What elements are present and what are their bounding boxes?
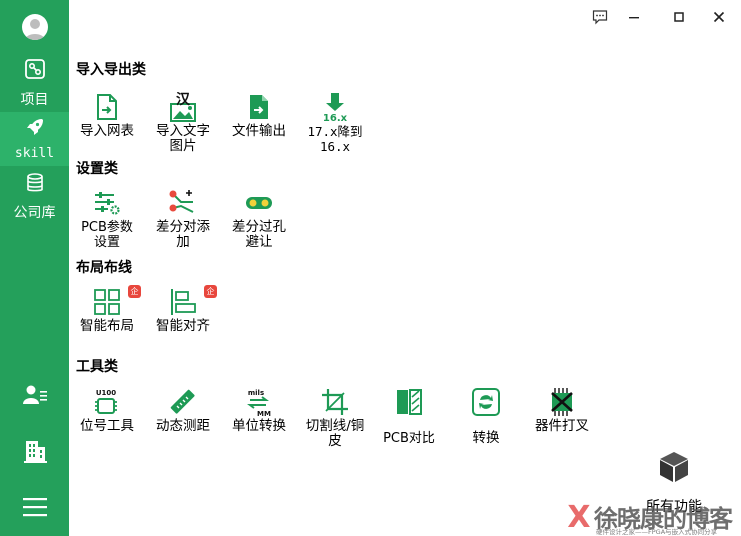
tool-smart-layout[interactable]: 企 智能布局 <box>76 285 141 334</box>
sidebar-item-project[interactable]: 项目 <box>0 57 69 111</box>
database-icon <box>26 173 43 192</box>
tool-import-text-image[interactable]: 汉 导入文字图片 <box>152 92 214 154</box>
section-title-import-export: 导入导出类 <box>76 62 146 78</box>
menu-icon <box>22 498 47 517</box>
tool-unit-convert[interactable]: mils MM 单位转换 <box>228 387 290 434</box>
cube-icon <box>660 452 688 482</box>
user-list-icon <box>22 385 47 404</box>
glyph-text: 汉 <box>176 92 191 108</box>
file-export-icon <box>250 95 268 119</box>
refdes-tool-icon: U100 <box>95 389 117 414</box>
tool-diff-via-avoid[interactable]: 差分过孔避让 <box>228 188 290 250</box>
close-icon <box>713 11 725 23</box>
tool-pcb-compare[interactable]: PCB对比 <box>378 387 440 446</box>
tool-label: 切割线/铜皮 <box>305 418 365 449</box>
enterprise-badge: 企 <box>128 285 141 298</box>
pcb-compare-icon <box>397 389 422 415</box>
tool-label: 差分对添加 <box>156 219 210 250</box>
downgrade-icon: 16.x <box>323 93 348 122</box>
tool-dynamic-measure[interactable]: 动态测距 <box>152 387 214 434</box>
sidebar-item-skill[interactable]: skill <box>0 112 69 166</box>
feedback-button[interactable] <box>586 5 614 29</box>
tool-label: 17.x降到16.x <box>307 124 363 154</box>
tool-file-export[interactable]: 文件输出 <box>228 92 290 139</box>
tool-component-cross[interactable]: 器件打叉 <box>531 387 593 434</box>
avatar[interactable] <box>22 14 48 40</box>
chat-icon <box>592 10 608 25</box>
project-icon <box>24 59 45 79</box>
tool-label: 位号工具 <box>80 418 134 434</box>
sidebar: 项目 skill 公司库 <box>0 0 69 536</box>
pcb-settings-icon <box>95 192 120 215</box>
ruler-icon <box>170 389 195 414</box>
tool-diff-pair-add[interactable]: 差分对添加 <box>152 188 214 250</box>
tool-downgrade-version[interactable]: 16.x 17.x降到16.x <box>304 92 366 154</box>
glyph-text: U100 <box>96 389 116 397</box>
sidebar-company-button[interactable] <box>0 438 69 468</box>
section-title-settings: 设置类 <box>76 161 118 177</box>
watermark-logo: X <box>564 500 594 532</box>
sidebar-item-label: 项目 <box>20 92 49 108</box>
tool-label: PCB对比 <box>383 431 435 446</box>
minimize-icon <box>629 17 639 19</box>
enterprise-badge: 企 <box>204 285 217 298</box>
tool-label: 器件打叉 <box>535 418 589 434</box>
tool-label: 导入网表 <box>80 123 134 139</box>
tool-label: 动态测距 <box>156 418 210 434</box>
smart-align-icon <box>171 289 196 315</box>
watermark: X 徐晓康的博客 硬件设计之家——FPGA与嵌入式协同分享 <box>564 498 741 536</box>
glyph-text: mils <box>248 389 264 397</box>
tool-label: 单位转换 <box>232 418 286 434</box>
sidebar-item-label: skill <box>14 146 55 161</box>
watermark-subtext: 硬件设计之家——FPGA与嵌入式协同分享 <box>596 528 718 536</box>
unit-convert-icon: mils MM <box>247 389 271 417</box>
tool-label: 转换 <box>472 430 500 446</box>
tool-label: PCB参数设置 <box>81 220 133 250</box>
diff-pair-add-icon <box>169 190 194 213</box>
tool-refdes[interactable]: U100 位号工具 <box>76 387 138 434</box>
tool-label: 智能对齐 <box>156 318 210 334</box>
glyph-text: MM <box>257 410 271 417</box>
import-netlist-icon <box>97 94 117 120</box>
sidebar-item-company-library[interactable]: 公司库 <box>0 172 69 222</box>
tool-smart-align[interactable]: 企 智能对齐 <box>152 285 217 334</box>
tool-pcb-settings[interactable]: PCB参数设置 <box>76 188 138 250</box>
section-title-tools: 工具类 <box>76 359 118 375</box>
tool-crop-copper[interactable]: 切割线/铜皮 <box>304 387 366 449</box>
tool-import-netlist[interactable]: 导入网表 <box>76 92 138 139</box>
tool-convert[interactable]: 转换 <box>455 387 517 446</box>
sidebar-item-label: 公司库 <box>13 205 56 221</box>
component-cross-icon <box>551 388 573 416</box>
close-button[interactable] <box>705 5 733 29</box>
glyph-text: 16.x <box>323 113 348 122</box>
watermark-logo-text: X <box>567 500 590 532</box>
sidebar-contacts-button[interactable] <box>0 384 69 410</box>
maximize-button[interactable] <box>665 5 693 29</box>
maximize-icon <box>674 12 684 22</box>
title-bar <box>69 0 741 34</box>
diff-via-avoid-icon <box>246 197 272 209</box>
building-icon <box>23 441 47 463</box>
minimize-button[interactable] <box>620 5 648 29</box>
watermark-text: 徐晓康的博客 <box>594 505 733 533</box>
all-functions-button[interactable]: 所有功能 <box>640 450 708 516</box>
crop-icon <box>322 389 348 415</box>
tool-label: 导入文字图片 <box>156 123 210 154</box>
section-title-layout-routing: 布局布线 <box>76 260 132 276</box>
smart-layout-icon <box>94 289 120 315</box>
tool-label: 智能布局 <box>80 318 134 334</box>
import-text-image-icon: 汉 <box>170 92 196 122</box>
tool-label: 差分过孔避让 <box>232 219 286 250</box>
all-functions-label: 所有功能 <box>646 499 702 515</box>
sidebar-menu-button[interactable] <box>0 496 69 520</box>
tool-label: 文件输出 <box>232 123 286 139</box>
rocket-icon <box>26 119 43 135</box>
convert-icon <box>472 388 500 416</box>
